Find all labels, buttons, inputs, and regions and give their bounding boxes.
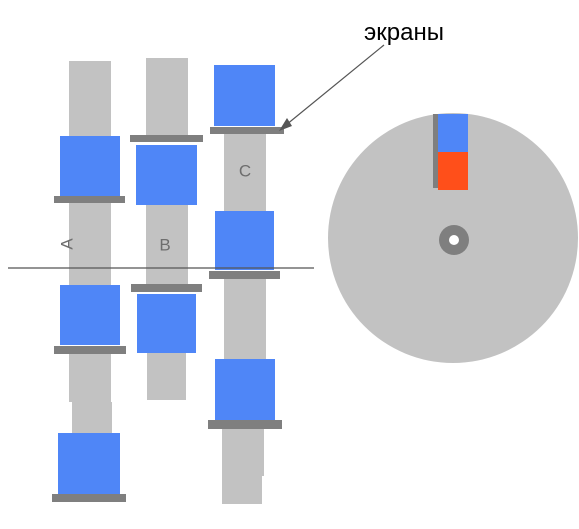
column-c-blue-block [215,211,274,270]
column-c-shaft-segment [222,429,264,476]
column-c-label: C [239,162,251,181]
disk-red-block [438,152,468,190]
column-b-screen [130,135,203,142]
column-c-shaft-segment [224,134,266,212]
callout-arrow-line [285,44,385,126]
disk-assembly [328,113,578,363]
column-b-shaft-segment [146,205,188,284]
column-c-screen [208,420,282,429]
column-b-screen [131,284,202,292]
column-a-blue-block [60,136,120,196]
disk-hub-hole [449,235,459,245]
disk-screen [433,114,438,188]
column-b-label: B [159,236,170,255]
screens-callout: экраны [279,19,444,131]
column-b: B [130,58,203,400]
screens-label: экраны [364,19,444,46]
column-b-blue-block [136,145,197,205]
column-a-screen [54,196,125,203]
column-a-shaft-segment [69,61,111,137]
column-c-screen [209,271,280,279]
column-a-shaft-segment [72,402,112,434]
column-a-shaft-segment [69,203,111,286]
column-c-blue-block [215,359,275,420]
disk-blue-block [438,114,468,152]
column-a-shaft-segment [69,354,111,402]
column-a-screen [54,346,126,354]
column-a-blue-block [60,285,120,345]
column-b-shaft-segment [147,353,186,400]
callout-arrowhead [279,118,292,131]
column-a-screen [52,494,126,502]
column-c-shaft-segment [222,476,262,504]
column-c: C [208,65,284,504]
column-c-shaft-segment [224,279,266,359]
column-a-blue-block [58,433,120,495]
column-a: A [52,61,126,502]
column-b-blue-block [137,294,196,353]
column-a-label: A [58,238,77,250]
column-c-screen [210,127,284,134]
column-c-blue-block [214,65,275,126]
column-b-shaft-segment [146,58,188,136]
